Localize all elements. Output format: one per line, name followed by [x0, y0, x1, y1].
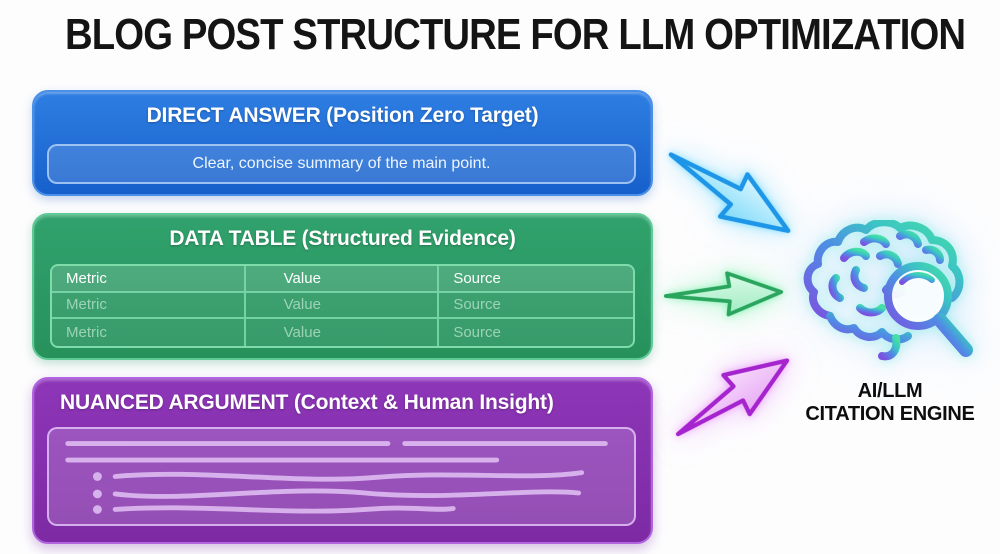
- engine-label-line2: CITATION ENGINE: [805, 403, 975, 425]
- nuanced-argument-box: NUANCED ARGUMENT (Context & Human Insigh…: [32, 377, 653, 544]
- data-table-heading: DATA TABLE (Structured Evidence): [169, 227, 516, 250]
- table-cell: Metric: [52, 292, 246, 320]
- table-header-metric: Metric: [52, 266, 246, 293]
- arrow-nuanced-argument-to-engine-icon: [654, 330, 811, 464]
- direct-answer-box: DIRECT ANSWER (Position Zero Target) Cle…: [32, 90, 653, 196]
- evidence-table: Metric Value Source Metric Value Source …: [50, 264, 635, 348]
- arrow-data-table-to-engine-icon: [661, 264, 787, 324]
- argument-text-sketch: [47, 427, 636, 526]
- engine-label-line1: AI/LLM: [857, 380, 923, 402]
- table-cell: Value: [245, 319, 440, 346]
- nuanced-argument-heading: NUANCED ARGUMENT (Context & Human Insigh…: [60, 391, 554, 414]
- table-cell: Source: [439, 292, 633, 320]
- page-title: BLOG POST STRUCTURE FOR LLM OPTIMIZATION: [65, 10, 966, 59]
- arrow-direct-answer-to-engine-icon: [649, 124, 811, 261]
- table-header-source: Source: [439, 266, 633, 293]
- table-cell: Value: [245, 292, 440, 320]
- direct-answer-heading: DIRECT ANSWER (Position Zero Target): [146, 104, 539, 127]
- table-header-value: Value: [245, 266, 440, 293]
- table-cell: Metric: [52, 319, 246, 346]
- direct-answer-summary: Clear, concise summary of the main point…: [47, 144, 636, 184]
- brain-with-magnifier-icon: [800, 220, 975, 365]
- engine-label: AI/LLM CITATION ENGINE: [770, 380, 1000, 426]
- sketch-lines-icon: [65, 441, 608, 514]
- table-cell: Source: [439, 319, 633, 346]
- direct-answer-summary-text: Clear, concise summary of the main point…: [192, 155, 491, 172]
- data-table-box: DATA TABLE (Structured Evidence) Metric …: [32, 213, 653, 360]
